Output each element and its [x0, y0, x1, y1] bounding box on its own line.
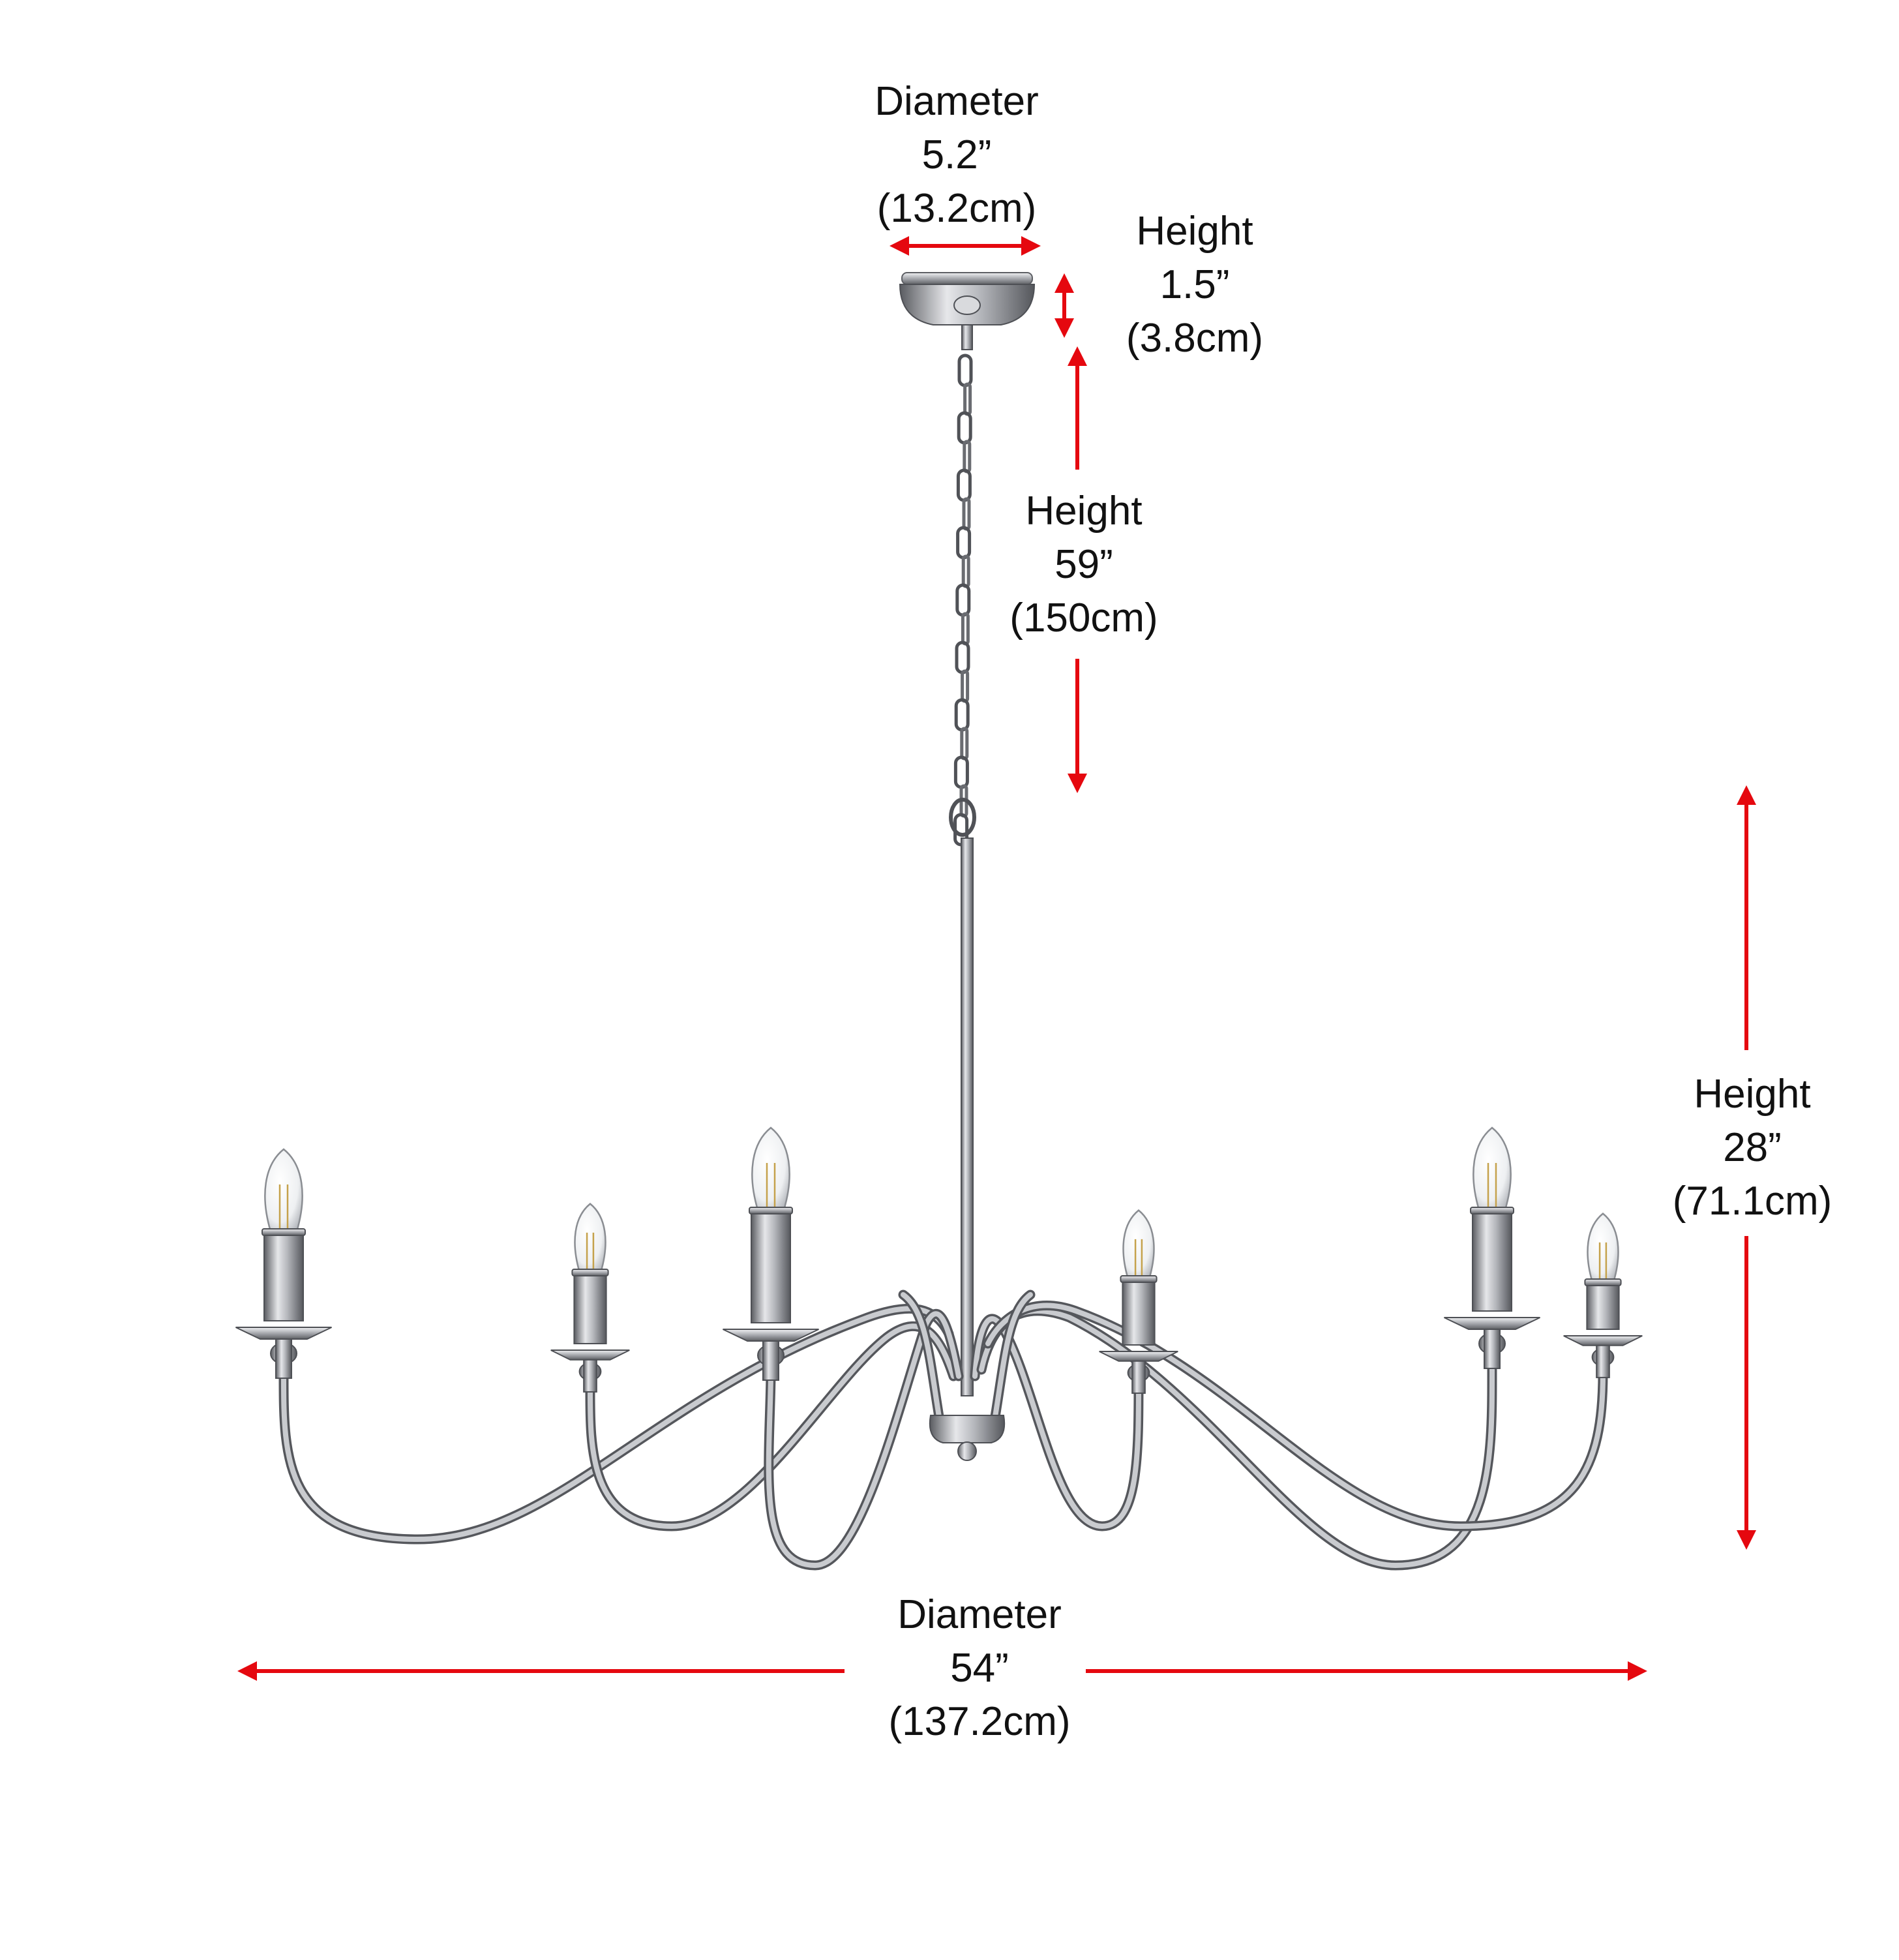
canopy-height-label: Height 1.5” (3.8cm): [1126, 205, 1263, 365]
fixture-height-label: Height 28” (71.1cm): [1673, 1068, 1832, 1228]
socket-stem: [762, 1340, 779, 1381]
bobeche: [1444, 1317, 1540, 1330]
canopy-diameter-metric: (13.2cm): [876, 186, 1037, 231]
bobeche: [235, 1327, 332, 1340]
chain-height-label: Height 59” (150cm): [1009, 485, 1158, 645]
fixture-diameter-title: Diameter: [897, 1592, 1062, 1637]
bulb-glass: [1122, 1209, 1155, 1280]
canopy-height-title: Height: [1136, 209, 1253, 254]
arm-highlight: [985, 1303, 1606, 1530]
arm-outline: [983, 1301, 1608, 1531]
sleeve-rim: [1470, 1207, 1514, 1214]
socket-stem: [1131, 1360, 1146, 1394]
canopy-diameter-title: Diameter: [875, 79, 1039, 124]
sleeve-rim: [1120, 1275, 1158, 1283]
sleeve-rim: [1584, 1278, 1622, 1286]
fixture-height-title: Height: [1694, 1072, 1811, 1117]
downrod: [961, 837, 974, 1396]
bulb-filament: [278, 1184, 289, 1229]
center-body: [929, 1415, 1006, 1461]
dimension-arrows: [237, 236, 1756, 1681]
candle-sleeve: [263, 1231, 304, 1321]
candle-sleeve: [1472, 1209, 1512, 1312]
chain-link: [961, 554, 970, 588]
arm-highlight: [901, 1292, 942, 1419]
bulb-glass: [574, 1202, 606, 1273]
socket-stem: [583, 1359, 597, 1393]
fixture-height-metric: (71.1cm): [1672, 1179, 1832, 1224]
socket-stem: [1484, 1329, 1501, 1369]
light-socket: [550, 1202, 630, 1393]
sleeve-rim: [571, 1269, 609, 1276]
bulb-glass: [751, 1126, 790, 1211]
chandelier-arms: [278, 1289, 1608, 1571]
light-socket: [235, 1148, 332, 1379]
bulb-filament: [1598, 1242, 1607, 1279]
chain-link: [956, 468, 972, 502]
bulb-glass: [1587, 1212, 1619, 1283]
bulb-filament: [1134, 1239, 1143, 1276]
socket-stem: [1596, 1344, 1610, 1378]
sleeve-rim: [262, 1228, 306, 1236]
chain-link: [956, 526, 972, 560]
canopy-diameter-imperial: 5.2”: [921, 132, 992, 177]
socket-stem: [275, 1338, 292, 1379]
arm-highlight: [280, 1306, 951, 1543]
chain-height-title: Height: [1025, 489, 1143, 534]
chain-link: [955, 641, 970, 674]
bobeche: [550, 1349, 630, 1361]
chain-link: [957, 411, 972, 445]
chain-height-metric: (150cm): [1009, 596, 1158, 641]
arm-highlight: [972, 1316, 1142, 1530]
arm-highlight: [993, 1292, 1033, 1419]
canopy-height-imperial: 1.5”: [1159, 262, 1230, 307]
canopy-height-metric: (3.8cm): [1126, 316, 1264, 361]
chain-link: [963, 440, 972, 474]
fixture-diameter-label: Diameter 54” (137.2cm): [888, 1588, 1070, 1749]
bobeche: [1099, 1351, 1178, 1362]
light-sockets: [235, 1126, 1643, 1394]
hanging-chain: [949, 354, 976, 847]
chain-link: [954, 698, 970, 732]
chain-link: [961, 669, 970, 703]
light-socket: [723, 1126, 819, 1381]
bulb-filament: [766, 1163, 776, 1207]
bulb-filament: [586, 1232, 595, 1269]
arm-outline: [976, 1306, 1497, 1571]
light-socket: [1444, 1126, 1540, 1369]
bobeche: [723, 1329, 819, 1342]
candle-sleeve: [751, 1209, 791, 1323]
fixture-height-imperial: 28”: [1723, 1125, 1782, 1170]
light-socket: [1563, 1212, 1643, 1378]
candle-sleeve: [1586, 1281, 1620, 1330]
arm-highlight: [979, 1308, 1495, 1569]
sleeve-rim: [749, 1207, 793, 1214]
fixture-diameter-imperial: 54”: [950, 1646, 1009, 1691]
candle-sleeve: [573, 1271, 607, 1344]
chain-loop: [949, 798, 976, 837]
chain-link: [962, 497, 971, 531]
chain-link: [957, 354, 973, 387]
chain-height-imperial: 59”: [1054, 542, 1113, 587]
bulb-glass: [264, 1148, 303, 1233]
chain-link: [961, 612, 970, 646]
light-socket: [1099, 1209, 1178, 1394]
bobeche: [1563, 1335, 1643, 1346]
fixture-diameter-metric: (137.2cm): [888, 1699, 1071, 1744]
bulb-filament: [1487, 1163, 1497, 1207]
chain-link: [953, 755, 969, 789]
candle-sleeve: [1122, 1278, 1156, 1346]
chain-link: [960, 727, 969, 761]
ceiling-canopy: [899, 272, 1036, 350]
arm-highlight: [766, 1311, 961, 1569]
bulb-glass: [1473, 1126, 1512, 1211]
canopy-diameter-label: Diameter 5.2” (13.2cm): [875, 75, 1039, 235]
chain-link: [963, 382, 972, 416]
chain-link: [955, 583, 971, 617]
